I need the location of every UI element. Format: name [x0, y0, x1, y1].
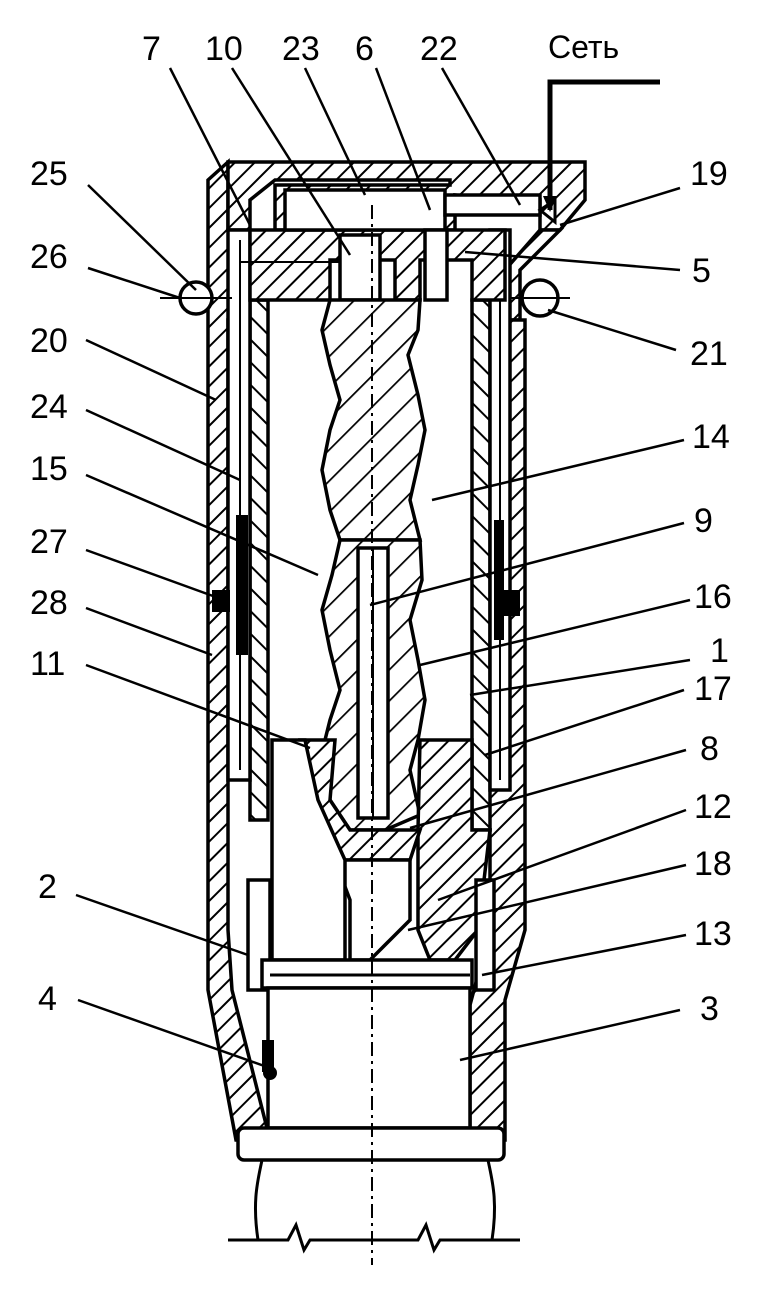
label-10: 10 [205, 30, 243, 68]
label-5: 5 [692, 252, 711, 290]
label-24: 24 [30, 388, 68, 426]
label-15: 15 [30, 450, 68, 488]
label-27: 27 [30, 523, 68, 561]
label-12: 12 [694, 788, 732, 826]
label-7: 7 [142, 30, 161, 68]
label-23: 23 [282, 30, 320, 68]
label-28: 28 [30, 584, 68, 622]
label-4: 4 [38, 980, 57, 1018]
label-13: 13 [694, 915, 732, 953]
label-3: 3 [700, 990, 719, 1028]
label-18: 18 [694, 845, 732, 883]
label-21: 21 [690, 335, 728, 373]
network-label: Сеть [548, 29, 619, 65]
label-22: 22 [420, 30, 458, 68]
label-19: 19 [690, 155, 728, 193]
label-25: 25 [30, 155, 68, 193]
label-16: 16 [694, 578, 732, 616]
label-1: 1 [710, 632, 729, 670]
label-8: 8 [700, 730, 719, 768]
label-20: 20 [30, 322, 68, 360]
label-11: 11 [30, 645, 65, 683]
label-26: 26 [30, 238, 68, 276]
label-2: 2 [38, 868, 57, 906]
label-9: 9 [694, 502, 713, 540]
label-17: 17 [694, 670, 732, 708]
label-6: 6 [355, 30, 374, 68]
top-plate [250, 190, 540, 300]
label-14: 14 [692, 418, 730, 456]
